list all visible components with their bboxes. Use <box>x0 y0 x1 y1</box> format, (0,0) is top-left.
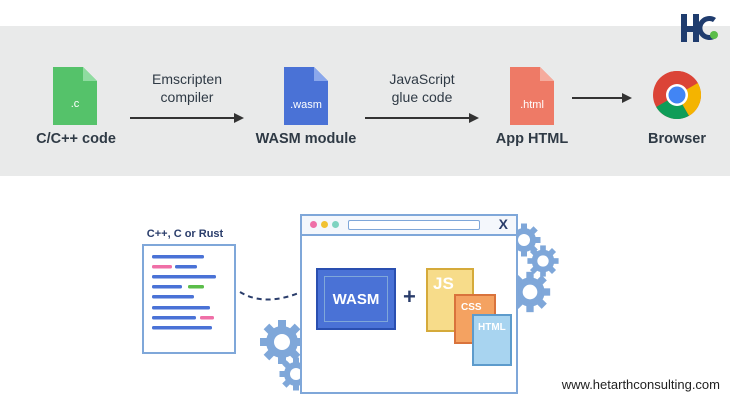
gear-icon <box>260 320 304 364</box>
gear-icon <box>527 245 559 277</box>
plus-sign: + <box>403 284 416 309</box>
wasm-file-ext: .wasm <box>290 99 322 111</box>
wasm-box: WASM <box>316 268 396 330</box>
c-file-ext: .c <box>70 98 80 110</box>
website-footer[interactable]: www.hetarthconsulting.com <box>561 377 720 392</box>
arrow-1-label-line2: compiler <box>160 89 214 105</box>
source-title: C++, C or Rust <box>146 228 224 240</box>
step-label-c-code: C/C++ code <box>36 131 116 147</box>
wasm-file-icon <box>284 67 328 125</box>
arrow-1 <box>130 113 244 123</box>
arrow-2-label-line2: glue code <box>391 89 453 105</box>
window-dot-pink <box>310 221 317 228</box>
pipeline-band <box>0 26 730 176</box>
step-label-app-html: App HTML <box>495 131 569 147</box>
html-file-icon <box>510 67 554 125</box>
window-close-button[interactable]: X <box>498 216 508 232</box>
address-bar <box>348 220 480 230</box>
html-card-label: HTML <box>478 322 506 333</box>
js-card-label: JS <box>433 274 454 293</box>
wasm-box-label: WASM <box>332 291 380 308</box>
html-card: HTML <box>472 314 512 366</box>
hc-logo-icon <box>681 14 718 42</box>
arrow-2-label-line1: JavaScript <box>389 71 455 87</box>
step-label-browser: Browser <box>647 131 707 147</box>
window-dot-yellow <box>321 221 328 228</box>
browser-title-bar: X <box>302 216 516 236</box>
arrow-3 <box>572 93 632 103</box>
c-file-icon <box>53 67 97 125</box>
arrow-2 <box>365 113 479 123</box>
window-dot-green <box>332 221 339 228</box>
css-card-label: CSS <box>461 302 482 313</box>
chrome-browser-icon <box>653 70 702 120</box>
source-code-sheet <box>142 244 236 354</box>
step-label-wasm-module: WASM module <box>255 131 357 147</box>
html-file-ext: .html <box>520 99 544 111</box>
arrow-1-label-line1: Emscripten <box>151 71 223 87</box>
